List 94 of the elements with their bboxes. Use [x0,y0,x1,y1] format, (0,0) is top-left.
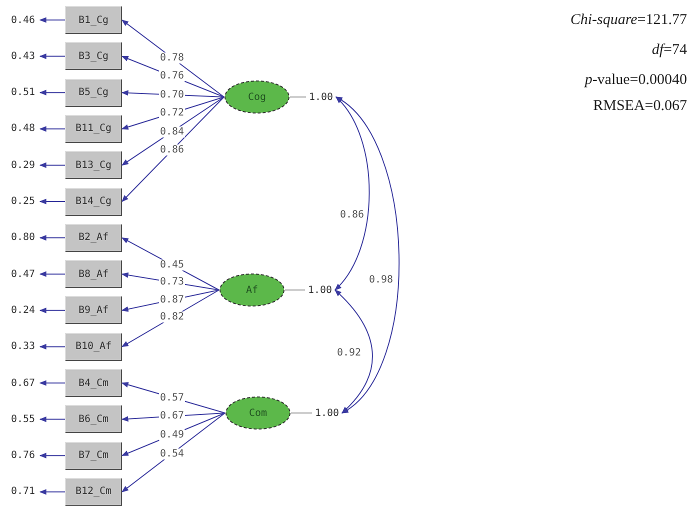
variable-label: Com [248,408,268,418]
variable-label: B10_Af [75,341,112,352]
observed-variable-box [65,114,122,143]
error-variance-value: 0.80 [10,232,36,244]
arrow [121,412,226,492]
variable-label: B8_Af [78,268,109,280]
arrow [39,308,66,314]
variable-label: B11_Cg [75,123,112,134]
edge-label: 0.54 [158,448,186,460]
observed-variable-box [65,6,122,34]
arrow [39,344,66,350]
error-variance-value: 0.29 [10,160,36,171]
error-variance-value: 0.76 [10,450,36,462]
edge-label: 0.72 [158,108,186,119]
edge-label: 0.92 [336,348,362,358]
fit-statistic: p-value=0.00040 [584,72,687,89]
variable-label: B7_Cm [78,450,109,462]
observed-variable-box [65,78,122,107]
arrow [39,452,66,458]
observed-variable-box [65,151,122,180]
error-variance-value: 0.46 [10,14,36,26]
arrow [39,271,66,277]
edge-label: 0.49 [158,429,186,440]
edge-label: 0.76 [158,70,186,82]
observed-variable-box [65,332,122,361]
variable-label: B6_Cm [78,414,109,425]
edge-label: 0.98 [368,274,394,286]
edge-label: 0.45 [158,259,186,270]
fit-statistic: df=74 [652,42,687,59]
latent-variable-ellipse [225,396,291,430]
fit-statistic: Chi-square=121.77 [570,12,687,29]
variable-label: B5_Cg [78,87,109,98]
arrow [39,54,66,60]
edge-label: 0.70 [158,89,186,100]
arrow [122,96,224,202]
edge-label: 0.86 [158,144,186,156]
observed-variable-box [65,442,122,470]
arrow [39,17,66,23]
arrow [39,416,66,422]
variable-label: B3_Cg [78,50,109,62]
observed-variable-box [65,478,122,506]
connector-line [290,96,306,98]
edge-label: 0.78 [158,52,186,64]
variable-label: B4_Cm [78,378,109,388]
fit-statistic: RMSEA=0.067 [593,98,687,115]
error-variance-value: 0.24 [10,304,36,316]
arrow [121,20,224,98]
variance-value: 1.00 [308,284,332,296]
connector-line [290,412,312,414]
error-variance-value: 0.71 [10,486,36,498]
edge-label: 0.86 [338,210,366,220]
arrow [39,235,66,241]
arrow [39,162,66,168]
variable-label: B13_Cg [75,160,112,171]
variable-label: B1_Cg [78,14,109,26]
arrow [39,198,66,204]
observed-variable-box [65,405,122,434]
edge-label: 0.84 [158,126,186,138]
edge-label: 0.73 [158,276,186,288]
observed-variable-box [65,188,122,216]
observed-variable-box [65,42,122,70]
error-variance-value: 0.33 [10,341,36,352]
variable-label: Cog [248,92,266,102]
error-variance-value: 0.55 [10,414,36,425]
arrow [334,290,373,414]
error-variance-value: 0.51 [10,87,36,98]
error-variance-value: 0.25 [10,196,36,207]
arrow [39,126,66,132]
error-variance-value: 0.47 [10,268,36,280]
variable-label: Af [246,284,258,296]
edge-label: 0.57 [158,392,186,404]
variable-label: B14_Cg [75,196,112,207]
observed-variable-box [65,224,122,252]
variance-value: 1.00 [314,408,340,418]
latent-variable-ellipse [224,80,290,114]
observed-variable-box [65,296,122,324]
arrow [39,380,66,386]
variable-label: B9_Af [78,304,109,316]
arrow [334,96,370,291]
arrow [39,90,66,96]
observed-variable-box [65,260,122,288]
observed-variable-box [65,369,122,397]
variable-label: B2_Af [78,232,109,244]
variance-value: 1.00 [308,92,334,102]
edge-label: 0.82 [158,312,186,323]
error-variance-value: 0.48 [10,123,36,134]
edge-label: 0.87 [158,294,186,306]
error-variance-value: 0.67 [10,378,36,388]
edge-label: 0.67 [158,410,186,422]
latent-variable-ellipse [219,273,285,307]
arrow [39,489,66,495]
variable-label: B12_Cm [75,486,112,498]
error-variance-value: 0.43 [10,50,36,62]
arrow [335,96,400,414]
